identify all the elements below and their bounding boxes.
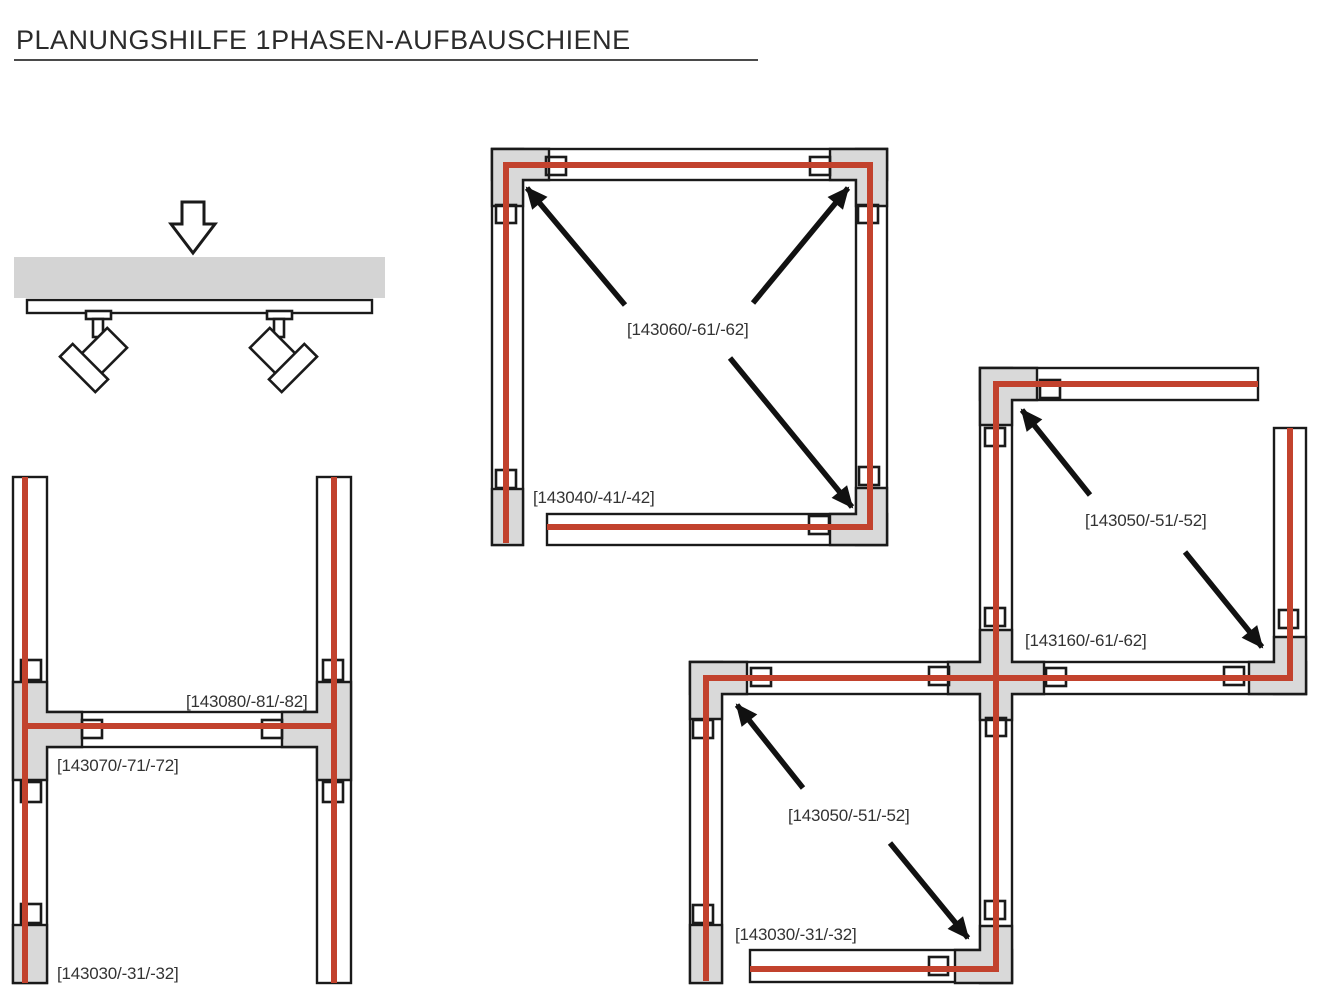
connector-joint	[19, 780, 43, 804]
mounting-direction-arrow-icon	[167, 200, 219, 256]
conductor-line	[703, 428, 1293, 981]
pointer-arrow	[524, 186, 628, 307]
feed-end-piece	[11, 923, 49, 985]
pointer-arrow	[887, 841, 971, 940]
page-title: PLANUNGSHILFE 1PHASEN-AUFBAUSCHIENE	[16, 25, 631, 55]
pointer-arrow	[727, 356, 855, 509]
part-label-t-connector-right: [143080/-81/-82]	[186, 692, 308, 711]
z-track-layout	[688, 366, 1308, 985]
pointer-arrow	[1182, 550, 1265, 649]
part-label-lower-corner: [143050/-51/-52]	[788, 806, 910, 825]
part-label-cross-connector: [143160/-61/-62]	[1025, 631, 1147, 650]
pointer-arrow	[734, 703, 806, 790]
track-segment-crossbar	[45, 710, 319, 749]
square-track-layout	[490, 147, 889, 547]
part-label-upper-corner: [143050/-51/-52]	[1085, 511, 1207, 530]
corner-connector	[490, 147, 551, 208]
h-track-layout	[11, 475, 353, 985]
pointer-arrow	[1019, 408, 1093, 497]
spotlight-right	[248, 309, 319, 394]
part-label-feed: [143030/-31/-32]	[57, 964, 179, 983]
corner-connector	[828, 486, 889, 547]
connector-joint	[19, 658, 43, 682]
spot-flange	[58, 342, 110, 394]
part-label-feed: [143040/-41/-42]	[533, 488, 655, 507]
title-underline	[14, 59, 758, 61]
connector-joint	[1038, 378, 1062, 400]
conductor-line	[503, 162, 873, 543]
part-label-t-connector-left: [143070/-71/-72]	[57, 756, 179, 775]
spotlight-left	[58, 309, 129, 394]
ceiling-side-view	[14, 200, 385, 394]
pointer-arrow	[750, 186, 851, 305]
surface-track-profile	[25, 298, 374, 315]
spot-flange	[267, 342, 319, 394]
ceiling-bar	[14, 257, 385, 298]
part-label-feed: [143030/-31/-32]	[735, 925, 857, 944]
part-label-corner-connector: [143060/-61/-62]	[627, 320, 749, 339]
connector-joint	[19, 902, 43, 925]
